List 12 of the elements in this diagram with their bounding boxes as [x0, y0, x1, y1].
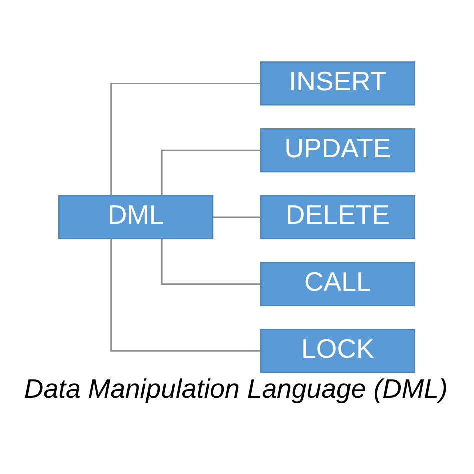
connector — [161, 238, 261, 284]
caption: Data Manipulation Language (DML) — [24, 373, 448, 404]
node-box: INSERT — [260, 61, 416, 106]
node-box: DML — [58, 194, 214, 239]
node-box: CALL — [260, 262, 416, 306]
node-box: LOCK — [260, 328, 416, 373]
connector — [110, 238, 261, 352]
node-box: UPDATE — [260, 128, 416, 172]
connector — [161, 149, 261, 196]
connector — [110, 82, 261, 196]
node-box: DELETE — [260, 194, 416, 239]
connector — [212, 216, 261, 218]
